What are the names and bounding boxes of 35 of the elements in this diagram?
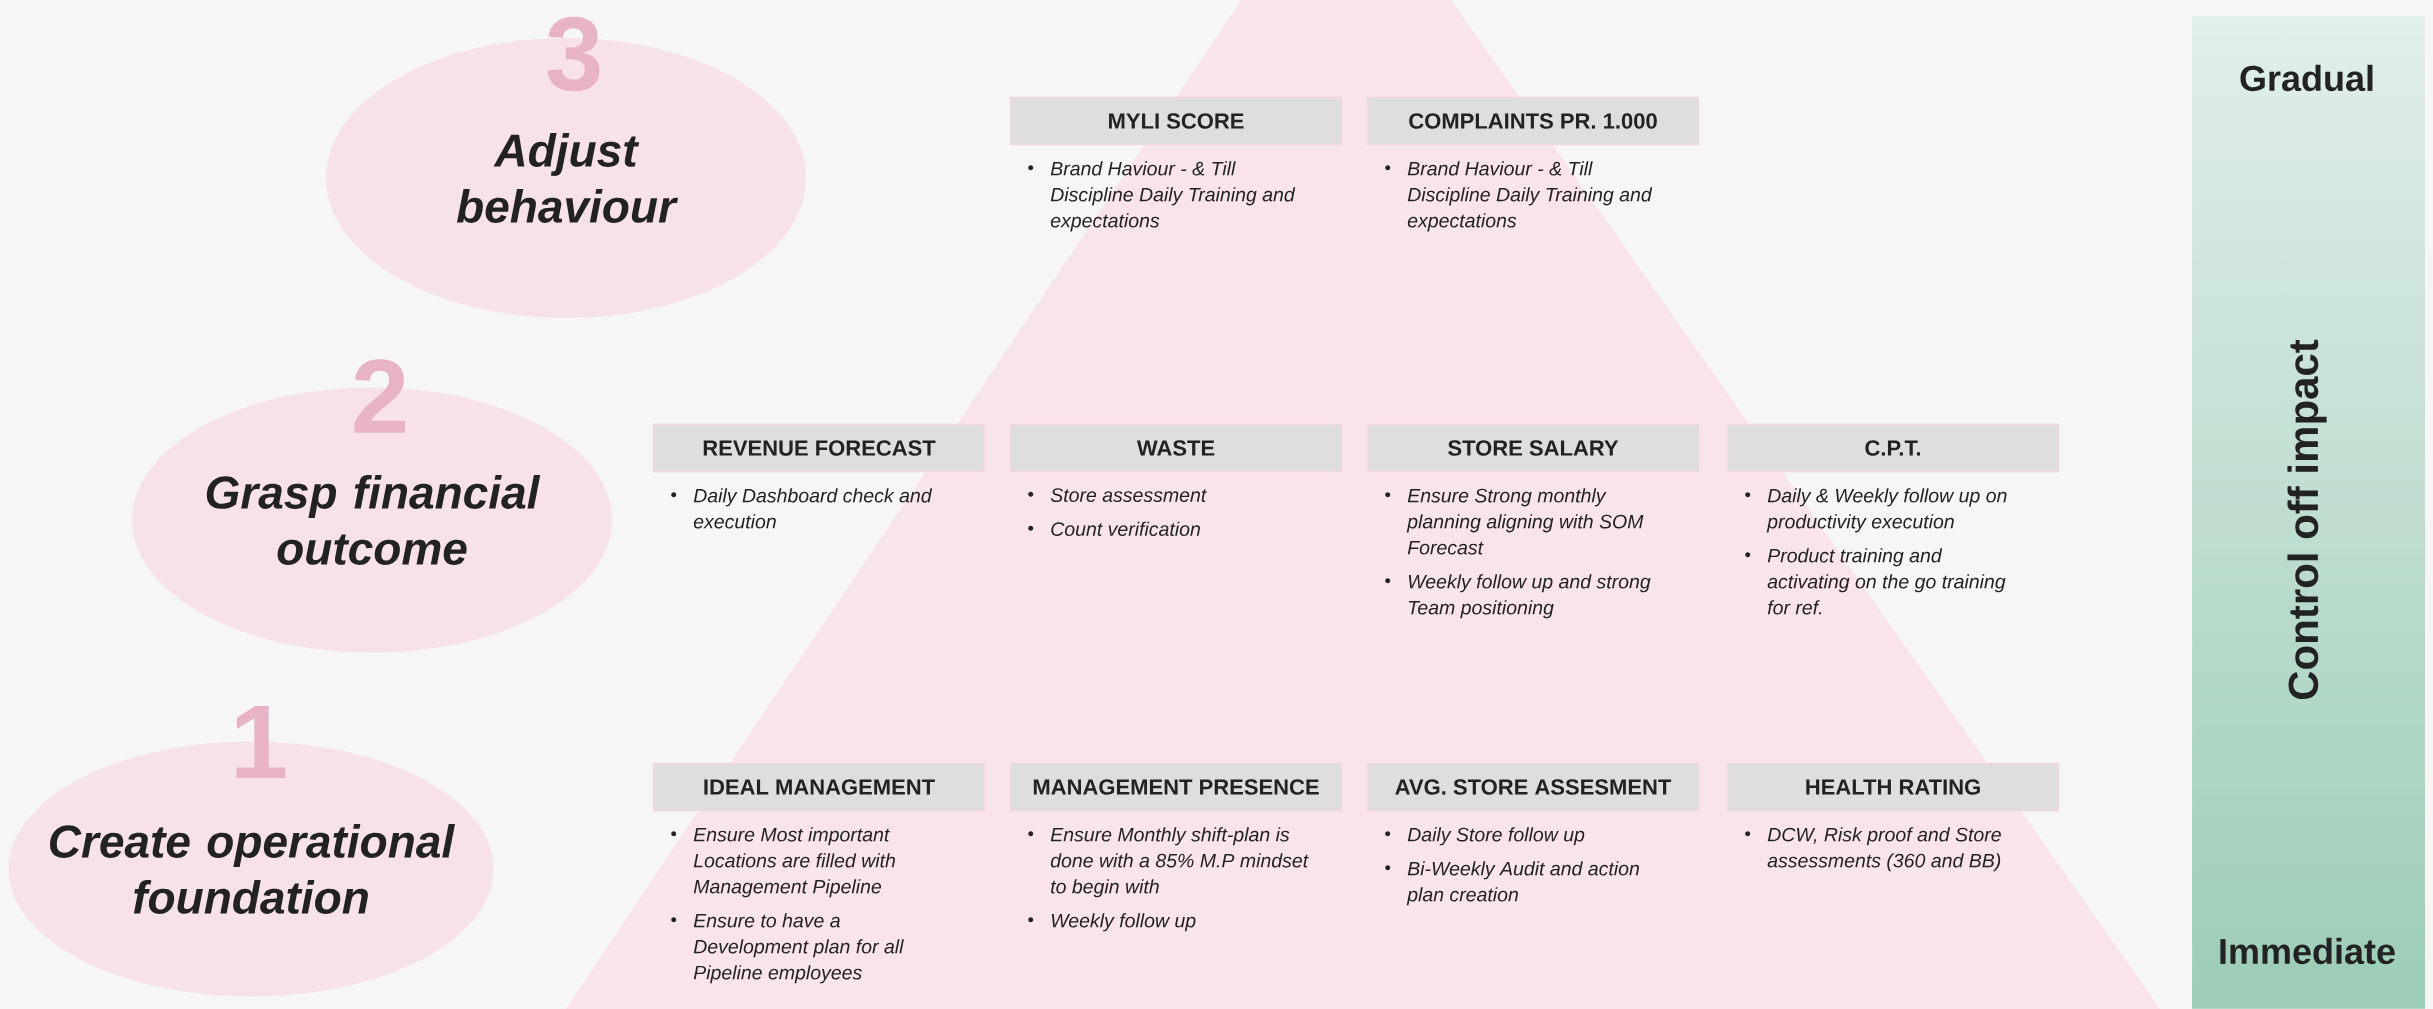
number: 1 (236, 705, 286, 779)
axis-label: Immediate (2220, 937, 2395, 965)
bullet-item: Product training and activating on the go training for ref. (1745, 548, 2006, 615)
number: 2 (354, 359, 405, 433)
bullet-item: Ensure to have a Development plan for all Pipeline employees (671, 913, 904, 984)
bullet-item: Weekly follow up and strong Team positioning (1385, 574, 1651, 619)
header-box: COMPLAINTS PR. 1.000 (1366, 96, 1700, 146)
bullet-item: Count verification (1028, 521, 1200, 536)
bullet-item: Brand Haviour - & Till Discipline Daily Training and expectations (1028, 161, 1296, 232)
blob-title: Adjust behaviour (456, 133, 679, 223)
bullet-item: Brand Haviour - & Till Discipline Daily Training and expectations (1385, 161, 1653, 232)
bullet-item: Store assessment (1028, 488, 1207, 502)
blob-title: Grasp financial outcome (206, 475, 541, 565)
bullet-item: Daily Store follow up (1385, 827, 1585, 846)
header-box: REVENUE FORECAST (652, 423, 986, 473)
axis-label: Gradual (2240, 64, 2373, 92)
bullet-item: Daily & Weekly follow up on productivity execution (1745, 488, 2007, 533)
header-box: IDEAL MANAGEMENT (652, 762, 986, 812)
bullet-item: Bi-Weekly Audit and action plan creation (1385, 861, 1639, 906)
axis-label: Control off impact (2287, 339, 2327, 700)
bullet-item: Ensure Strong monthly planning aligning with SOM Forecast (1385, 488, 1644, 555)
bullet-item: DCW, Risk proof and Store assessments (360 and BB) (1745, 827, 2001, 872)
header-box: MANAGEMENT PRESENCE (1009, 762, 1343, 812)
header-box: AVG. STORE ASSESMENT (1366, 762, 1700, 812)
header-box: WASTE (1009, 423, 1343, 473)
bullet-item: Ensure Monthly shift-plan is done with a 85% M.P mindset to begin with (1028, 827, 1309, 898)
header-box: MYLI SCORE (1009, 96, 1343, 146)
header-box: STORE SALARY (1366, 423, 1700, 473)
number: 3 (547, 16, 600, 92)
bullet-item: Weekly follow up (1028, 913, 1196, 932)
bullet-item: Ensure Most important Locations are filled with Management Pipeline (671, 827, 895, 898)
bullet-item: Daily Dashboard check and execution (671, 488, 933, 529)
header-box: HEALTH RATING (1726, 762, 2060, 812)
blob-title: Create operational foundation (50, 824, 455, 914)
header-box: C.P.T. (1726, 423, 2060, 473)
